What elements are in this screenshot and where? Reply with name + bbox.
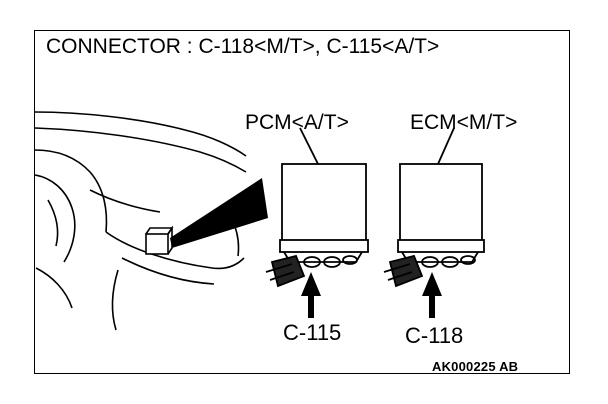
connector-c118-label: C-118 <box>405 323 464 348</box>
connector-title: CONNECTOR : C-118<M/T>, C-115<A/T> <box>46 35 440 58</box>
ecm-module-icon <box>383 127 485 288</box>
figure-code: AK000225 AB <box>432 359 519 374</box>
callout-wedge <box>170 178 268 248</box>
connector-c115-label: C-115 <box>283 320 342 345</box>
ecm-label: ECM<M/T> <box>410 111 518 134</box>
pcm-label: PCM<A/T> <box>245 111 349 134</box>
dashboard-illustration <box>34 111 247 331</box>
arrow-up-icon <box>301 272 321 318</box>
diagram-frame <box>34 30 570 374</box>
arrow-up-icon <box>422 272 442 318</box>
pcm-module-icon <box>265 127 369 288</box>
